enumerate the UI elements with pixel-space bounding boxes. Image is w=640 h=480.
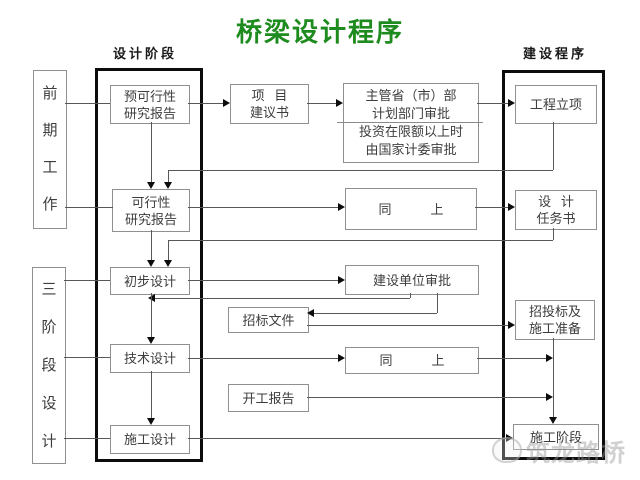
- arrowhead: [549, 417, 557, 424]
- node-project-proposal: 项 目 建议书: [230, 84, 309, 124]
- arrowhead: [338, 203, 345, 211]
- authority-approval-bottom-text: 投资在限额以上时 由国家计委审批: [358, 124, 463, 157]
- arrowhead: [508, 99, 515, 107]
- node-commencement-report: 开工报告: [228, 384, 309, 412]
- connector-line: [477, 358, 547, 359]
- node-technical-design: 技术设计: [110, 344, 190, 373]
- node-same-as-above-1: 同 上: [345, 188, 477, 230]
- arrowhead: [307, 309, 314, 317]
- arrowhead: [338, 354, 345, 362]
- connector-line: [307, 397, 547, 398]
- connector-line: [64, 357, 110, 358]
- node-design-task-statement: 设 计 任务书: [515, 190, 597, 230]
- connector-line: [151, 293, 152, 338]
- connector-line: [437, 293, 438, 313]
- arrowhead: [338, 276, 345, 284]
- node-construction-design: 施工设计: [110, 425, 190, 454]
- connector-line: [168, 170, 553, 171]
- connector-line: [553, 228, 554, 240]
- arrowhead: [508, 321, 515, 329]
- connector-line: [155, 298, 410, 299]
- connector-line: [151, 122, 152, 183]
- node-feasibility-report: 可行性 研究报告: [112, 189, 190, 232]
- connector-line: [188, 207, 339, 208]
- connector-line: [307, 103, 337, 104]
- connector-line: [64, 280, 110, 281]
- arrowhead: [508, 203, 515, 211]
- connector-line: [553, 338, 554, 418]
- node-preliminary-design: 初步设计: [110, 267, 190, 295]
- connector-line: [477, 103, 509, 104]
- page-title: 桥梁设计程序: [235, 17, 404, 47]
- connector-line: [553, 122, 554, 170]
- authority-box-divider: [337, 122, 483, 123]
- connector-line: [151, 230, 152, 261]
- build-program-frame: [502, 70, 605, 460]
- connector-line: [188, 438, 507, 439]
- connector-line: [307, 325, 508, 326]
- connector-line: [188, 358, 339, 359]
- node-pre-feasibility-report: 预可行性 研究报告: [110, 85, 190, 124]
- column-header-design-stage: 设计阶段: [112, 46, 177, 61]
- arrowhead: [147, 260, 155, 267]
- connector-line: [188, 103, 224, 104]
- node-same-as-above-2: 同 上: [345, 347, 479, 374]
- arrowhead: [546, 354, 553, 362]
- node-bidding-document: 招标文件: [228, 307, 309, 333]
- column-header-build-program: 建设程序: [522, 46, 587, 61]
- connector-line: [314, 313, 437, 314]
- arrowhead: [147, 337, 155, 344]
- connector-line: [65, 103, 110, 104]
- connector-line: [475, 207, 509, 208]
- arrowhead: [223, 99, 230, 107]
- arrowhead: [546, 393, 553, 401]
- connector-line: [64, 438, 110, 439]
- arrowhead: [147, 182, 155, 189]
- design-stage-frame: [95, 68, 203, 462]
- connector-line: [151, 371, 152, 419]
- connector-line: [410, 293, 411, 298]
- side-label-three-stage-design: 三 阶 段 设 计: [32, 267, 66, 464]
- node-bidding-and-prep: 招投标及 施工准备: [515, 300, 595, 340]
- connector-line: [168, 170, 169, 183]
- arrowhead: [164, 260, 172, 267]
- connector-line: [188, 280, 339, 281]
- node-owner-unit-approval: 建设单位审批: [345, 265, 479, 295]
- arrowhead: [506, 434, 513, 442]
- node-authority-approval: 主管省（市）部 计划部门审批 投资在限额以上时 由国家计委审批: [343, 83, 479, 163]
- node-construction-phase: 施工阶段: [513, 424, 599, 450]
- arrowhead: [164, 182, 172, 189]
- arrowhead: [147, 418, 155, 425]
- node-project-initiation: 工程立项: [515, 85, 597, 124]
- connector-line: [65, 207, 113, 208]
- arrowhead: [336, 99, 343, 107]
- side-label-early-work: 前 期 工 作: [33, 70, 67, 229]
- authority-approval-top-text: 主管省（市）部 计划部门审批: [365, 88, 457, 121]
- connector-line: [168, 240, 553, 241]
- connector-line: [168, 240, 169, 261]
